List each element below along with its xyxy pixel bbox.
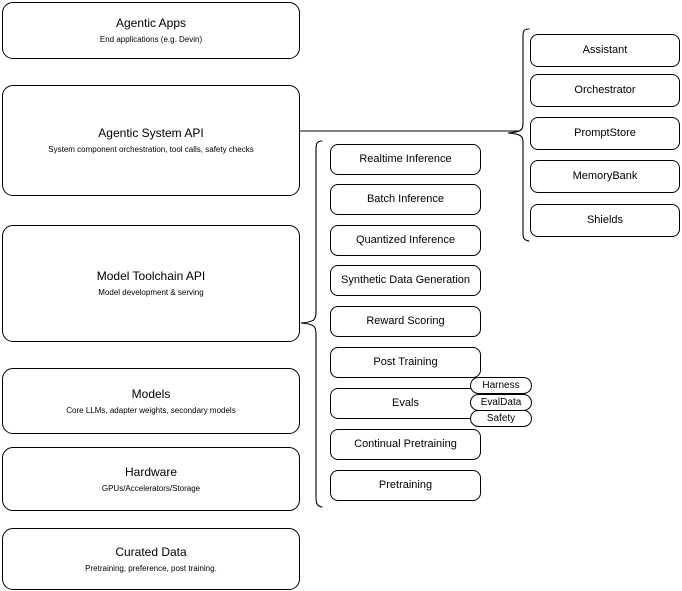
capability-label: Realtime Inference — [359, 153, 452, 165]
layer-subtitle: GPUs/Accelerators/Storage — [101, 483, 201, 493]
layer-title: Agentic System API — [98, 126, 204, 140]
layer-subtitle: Pretraining, preference, post training. — [85, 563, 217, 573]
eval-subcomponent-evaldata[interactable]: EvalData — [470, 394, 532, 411]
eval-subcomponent-label: Harness — [482, 379, 520, 391]
stack-layer-hardware[interactable]: Hardware GPUs/Accelerators/Storage — [2, 447, 300, 511]
system-component-promptstore[interactable]: PromptStore — [530, 117, 680, 150]
capability-continual-pretraining[interactable]: Continual Pretraining — [330, 429, 481, 460]
system-component-label: Assistant — [582, 44, 628, 56]
system-component-label: PromptStore — [574, 127, 636, 139]
layer-subtitle: System component orchestration, tool cal… — [48, 145, 254, 154]
system-component-orchestrator[interactable]: Orchestrator — [530, 74, 680, 107]
connector-system-api-to-components — [300, 125, 520, 137]
brace-system-components — [507, 28, 533, 243]
capability-label: Pretraining — [378, 479, 433, 491]
eval-subcomponent-harness[interactable]: Harness — [470, 377, 532, 394]
layer-subtitle: End applications (e.g. Devin) — [99, 35, 203, 44]
system-component-shields[interactable]: Shields — [530, 204, 680, 237]
stack-layer-agentic-apps[interactable]: Agentic Apps End applications (e.g. Devi… — [2, 2, 300, 59]
system-component-label: Orchestrator — [574, 84, 636, 96]
stack-layer-agentic-system-api[interactable]: Agentic System API System component orch… — [2, 85, 300, 196]
layer-title: Curated Data — [115, 544, 187, 559]
capability-label: Reward Scoring — [366, 315, 445, 327]
capability-label: Evals — [392, 397, 419, 409]
layer-title: Model Toolchain API — [96, 269, 206, 283]
system-component-memorybank[interactable]: MemoryBank — [530, 160, 680, 193]
layer-subtitle: Core LLMs, adapter weights, secondary mo… — [66, 405, 236, 415]
capability-label: Continual Pretraining — [354, 438, 457, 450]
layer-subtitle: Model development & serving — [98, 288, 204, 297]
capability-synthetic-data-generation[interactable]: Synthetic Data Generation — [330, 265, 481, 296]
eval-subcomponent-safety[interactable]: Safety — [470, 410, 532, 427]
capability-post-training[interactable]: Post Training — [330, 347, 481, 378]
layer-title: Models — [131, 386, 171, 401]
eval-subcomponent-label: Safety — [486, 412, 516, 424]
capability-reward-scoring[interactable]: Reward Scoring — [330, 306, 481, 337]
eval-subcomponent-label: EvalData — [480, 396, 522, 408]
stack-layer-model-toolchain-api[interactable]: Model Toolchain API Model development & … — [2, 225, 300, 342]
capability-label: Batch Inference — [366, 193, 445, 205]
capability-label: Synthetic Data Generation — [340, 274, 471, 286]
stack-layer-curated-data[interactable]: Curated Data Pretraining, preference, po… — [2, 528, 300, 590]
capability-realtime-inference[interactable]: Realtime Inference — [330, 144, 481, 175]
system-component-assistant[interactable]: Assistant — [530, 34, 680, 67]
capability-evals[interactable]: Evals — [330, 388, 481, 419]
layer-title: Hardware — [124, 464, 178, 479]
capability-batch-inference[interactable]: Batch Inference — [330, 184, 481, 215]
system-component-label: Shields — [586, 214, 624, 226]
brace-toolchain-capabilities — [300, 140, 326, 508]
system-component-label: MemoryBank — [572, 170, 638, 182]
stack-layer-models[interactable]: Models Core LLMs, adapter weights, secon… — [2, 368, 300, 434]
capability-quantized-inference[interactable]: Quantized Inference — [330, 225, 481, 256]
capability-label: Quantized Inference — [355, 234, 456, 246]
layer-title: Agentic Apps — [115, 16, 187, 30]
capability-label: Post Training — [373, 356, 438, 368]
capability-pretraining[interactable]: Pretraining — [330, 470, 481, 501]
